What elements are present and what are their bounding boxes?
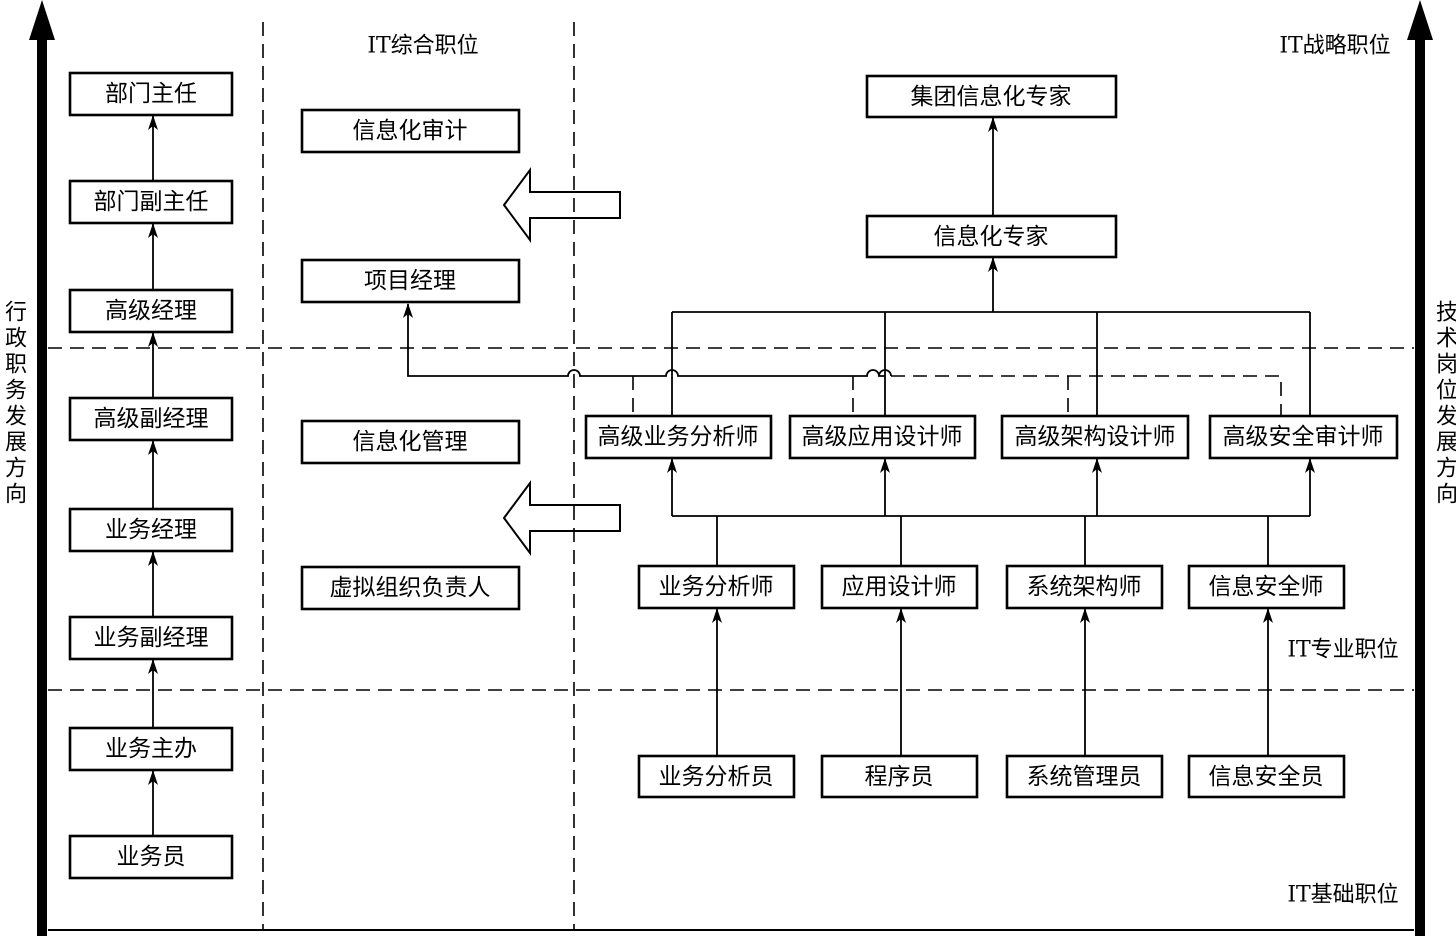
position-box: 信息化专家 <box>865 214 1118 259</box>
position-box: 信息化管理 <box>300 419 521 465</box>
position-label: 系统管理员 <box>1027 764 1142 790</box>
position-box: 高级安全审计师 <box>1208 414 1399 460</box>
position-label: 高级安全审计师 <box>1223 424 1384 450</box>
position-box: 信息化审计 <box>300 108 521 154</box>
position-label: 部门主任 <box>105 81 197 107</box>
position-label: 信息化审计 <box>353 118 468 144</box>
position-box: 系统管理员 <box>1005 754 1164 799</box>
position-label: 高级架构设计师 <box>1015 424 1176 450</box>
dashed-connector <box>891 375 1282 416</box>
position-label: 项目经理 <box>364 268 456 294</box>
position-label: 业务分析师 <box>659 574 774 600</box>
position-box: 业务分析员 <box>637 754 796 799</box>
position-label: 高级应用设计师 <box>802 424 963 450</box>
position-label: 信息安全员 <box>1209 764 1324 790</box>
position-box: 业务主办 <box>68 726 234 772</box>
zone-label-it-strategic: IT战略职位 <box>1279 34 1390 59</box>
position-label: 程序员 <box>865 764 934 790</box>
zone-label-it-general: IT综合职位 <box>367 34 478 59</box>
position-box: 高级副经理 <box>68 396 234 442</box>
transfer-arrow-left <box>502 166 621 244</box>
position-box: 高级业务分析师 <box>584 414 773 460</box>
position-label: 业务员 <box>117 844 186 870</box>
position-box: 业务员 <box>68 834 234 880</box>
position-box: 应用设计师 <box>820 564 979 610</box>
position-box: 程序员 <box>820 754 979 799</box>
position-box: 信息安全师 <box>1187 564 1346 610</box>
basic-track: 业务分析员 程序员 系统管理员 信息安全员 <box>637 754 1346 799</box>
position-box: 项目经理 <box>300 258 521 304</box>
position-box: 业务副经理 <box>68 615 234 661</box>
zone-label-it-professional: IT专业职位 <box>1287 638 1398 663</box>
position-box: 高级应用设计师 <box>788 414 977 460</box>
position-label: 部门副主任 <box>94 189 209 215</box>
zone-label-it-basic: IT基础职位 <box>1287 883 1398 908</box>
position-label: 业务副经理 <box>94 625 209 651</box>
position-box: 部门副主任 <box>68 179 234 225</box>
position-label: 信息安全师 <box>1209 574 1324 600</box>
position-box: 业务经理 <box>68 507 234 553</box>
position-label: 业务分析员 <box>659 764 774 790</box>
position-box: 系统架构师 <box>1005 564 1164 610</box>
position-label: 高级业务分析师 <box>598 424 759 450</box>
project-manager-connector <box>403 303 885 377</box>
admin-direction-label: 行政职务发展方向 <box>1 300 26 508</box>
position-box: 高级架构设计师 <box>1000 414 1190 460</box>
strategic-track: 集团信息化专家 信息化专家 <box>671 74 1311 416</box>
technical-direction-arrow <box>1407 0 1433 936</box>
position-label: 系统架构师 <box>1027 574 1142 600</box>
general-track: 信息化审计 项目经理 信息化管理 虚拟组织负责人 <box>300 108 521 611</box>
position-label: 虚拟组织负责人 <box>330 575 491 601</box>
position-box: 集团信息化专家 <box>865 74 1118 119</box>
position-label: 业务经理 <box>105 517 197 543</box>
admin-track: 部门主任 部门副主任 高级经理 高级副经理 业务经理 业务副经理 业务主办 业务… <box>68 71 234 880</box>
transfer-arrow-left <box>502 479 621 557</box>
position-label: 集团信息化专家 <box>911 84 1072 110</box>
position-box: 虚拟组织负责人 <box>300 565 521 611</box>
position-label: 高级经理 <box>105 298 197 324</box>
position-box: 业务分析师 <box>637 564 796 610</box>
position-label: 应用设计师 <box>842 574 957 600</box>
technical-direction-label: 技术岗位发展方向 <box>1432 300 1456 508</box>
position-label: 信息化专家 <box>934 224 1049 250</box>
position-box: 部门主任 <box>68 71 234 117</box>
position-label: 信息化管理 <box>353 429 468 455</box>
position-box: 信息安全员 <box>1187 754 1346 799</box>
position-box: 高级经理 <box>68 288 234 334</box>
admin-direction-arrow <box>29 0 55 936</box>
senior-professional-track: 高级业务分析师 高级应用设计师 高级架构设计师 高级安全审计师 <box>584 414 1399 566</box>
professional-track: 业务分析师 应用设计师 系统架构师 信息安全师 <box>637 564 1346 756</box>
position-label: 高级副经理 <box>94 406 209 432</box>
position-label: 业务主办 <box>105 736 197 762</box>
